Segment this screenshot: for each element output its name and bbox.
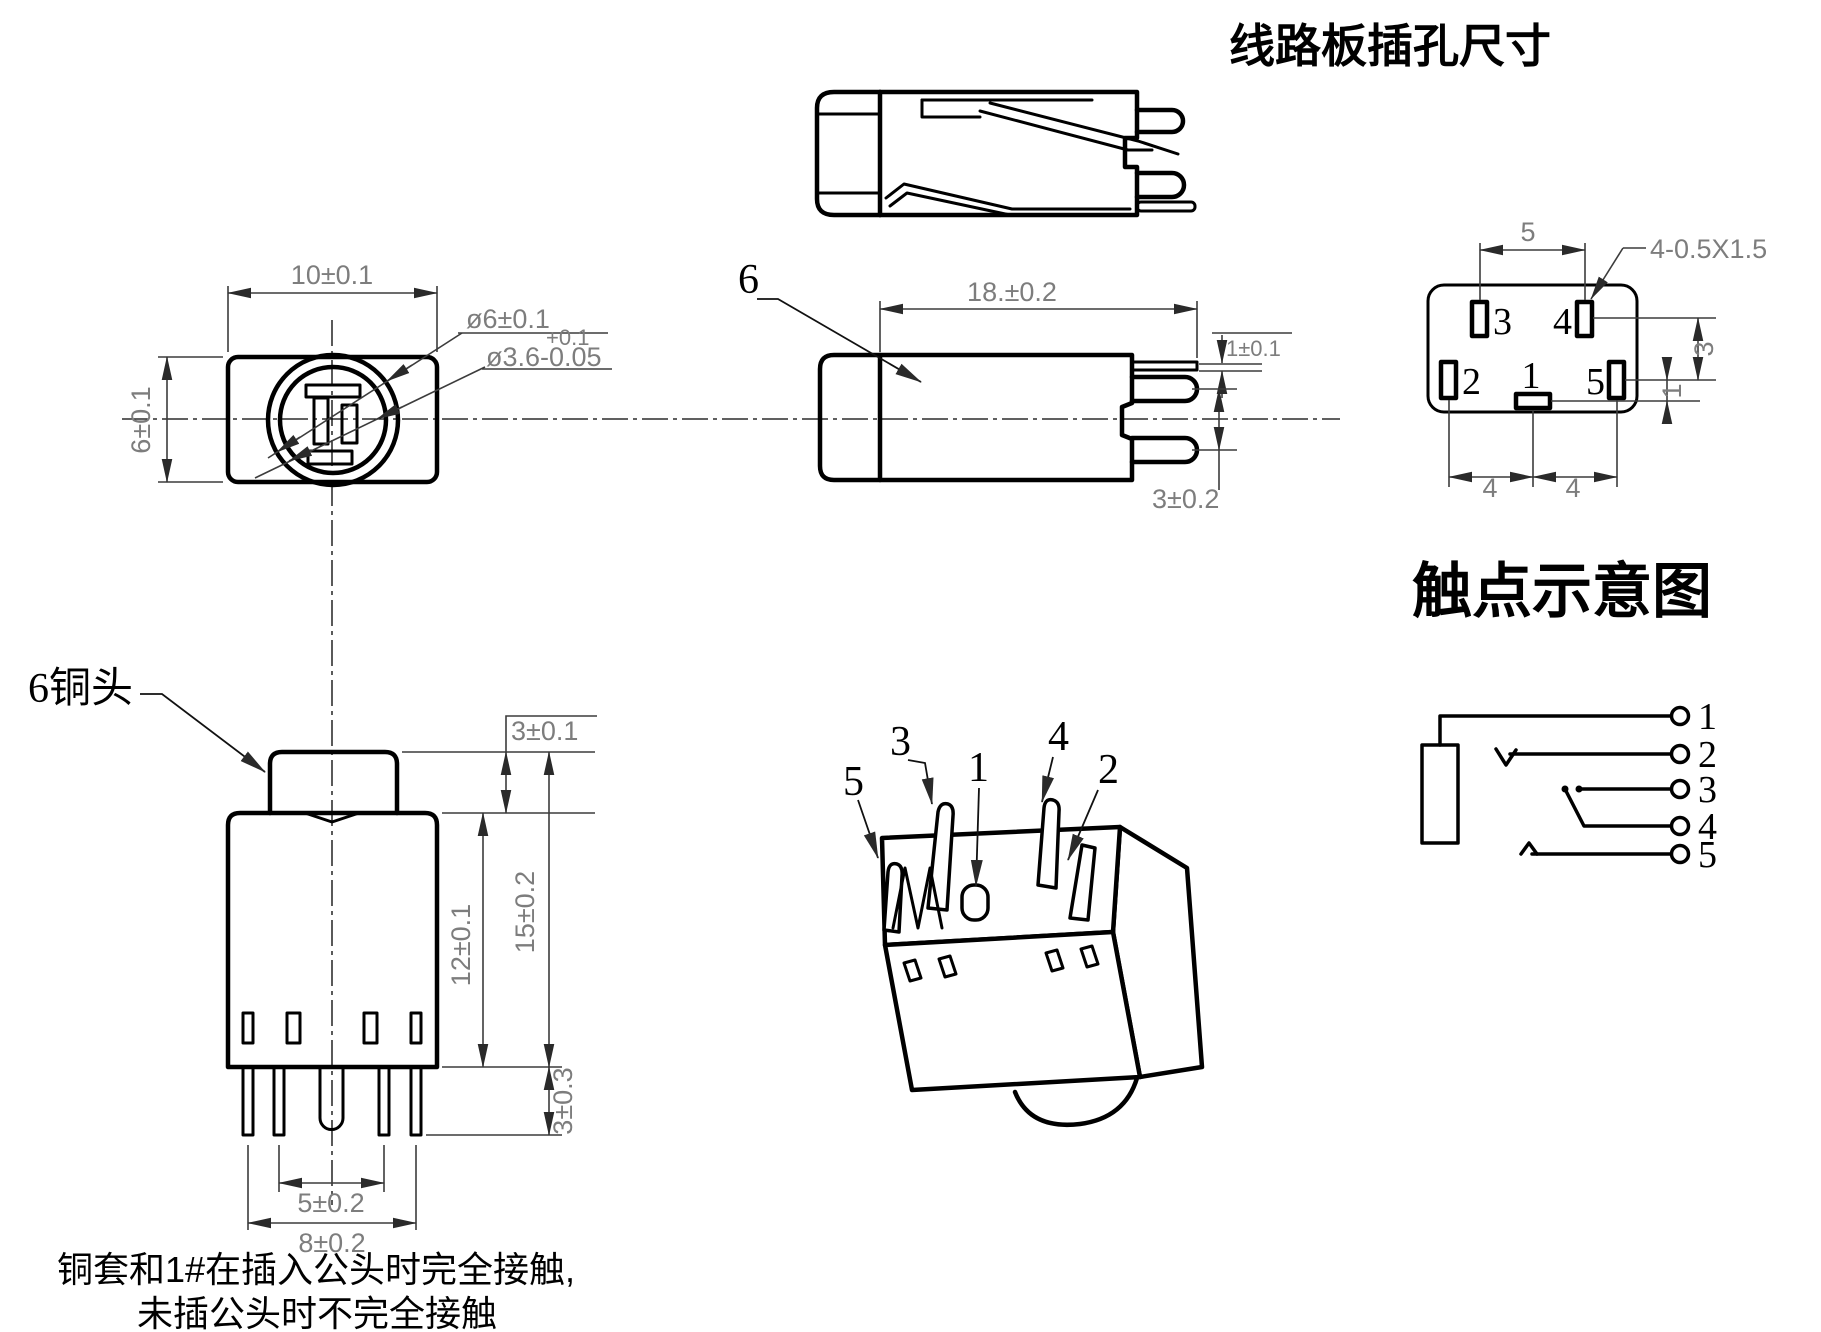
- iso-bushing-arc: [1012, 1075, 1140, 1128]
- dim-body-height: 12±0.1: [446, 904, 476, 986]
- side-view-pin-flat: [1130, 360, 1199, 372]
- dim-pin-length: 3±0.3: [548, 1067, 578, 1134]
- dim-front-height: 6±0.1: [126, 386, 156, 453]
- schematic-sleeve: [1420, 743, 1460, 845]
- schematic-terminal-3: [1669, 778, 1691, 800]
- bottom-view-pin: [241, 1065, 255, 1137]
- dim-inner-diameter-sup: +0.1: [546, 325, 589, 350]
- schematic-terminal-4: [1669, 815, 1691, 837]
- schematic-label-2: 2: [1698, 734, 1717, 776]
- front-view-contacts: [304, 383, 362, 466]
- iso-slots: [902, 944, 1100, 983]
- dim-front-width: 10±0.1: [291, 260, 373, 290]
- dim-cap-height: 3±0.1: [511, 716, 578, 746]
- bottom-view-pin: [409, 1065, 423, 1137]
- dim-pcb-bottom-b: 4: [1565, 473, 1580, 503]
- iso-spring-detail: [891, 866, 944, 930]
- pcb-pad-label-2: 2: [1462, 361, 1481, 403]
- bottom-view-callout: 6铜头: [28, 666, 133, 712]
- iso-contact-3: [926, 801, 955, 912]
- schematic-switch-arm: [1564, 789, 1673, 828]
- schematic-terminal-1: [1669, 705, 1691, 727]
- bottom-view-pin: [272, 1065, 286, 1137]
- top-view-pin-flat: [1135, 200, 1197, 213]
- schematic-contact-spring-5: [1519, 841, 1539, 856]
- dim-inner-diameter: ø3.6-0.05: [486, 342, 602, 372]
- bottom-view-pin: [377, 1065, 391, 1137]
- pcb-pad-label-5: 5: [1586, 361, 1605, 403]
- iso-contact-1: [960, 883, 990, 922]
- dim-pin-pitch: 3±0.2: [1152, 484, 1219, 514]
- contact-schematic: 1 2 3 4 5: [1420, 696, 1717, 876]
- pcb-layout-view: 3 4 2 1 5 5 4-0.5X1.5 3 1 4 4: [1426, 217, 1767, 503]
- contact-diagram-title: 触点示意图: [1412, 558, 1712, 625]
- iso-contact-4: [1036, 797, 1061, 890]
- centerlines: [122, 320, 1340, 1205]
- dim-pitch-outer: 8±0.2: [298, 1228, 365, 1258]
- iso-label-4: 4: [1048, 714, 1069, 760]
- dim-pin-offset: 1±0.1: [1226, 336, 1281, 361]
- dim-pcb-bottom-a: 4: [1482, 473, 1497, 503]
- pcb-pad-label-4: 4: [1553, 301, 1572, 343]
- top-view-pin-upper: [1134, 107, 1186, 135]
- iso-contact-5: [882, 861, 904, 934]
- top-view-pin-lower: [1134, 170, 1187, 200]
- pcb-pad-3: [1469, 299, 1490, 339]
- schematic-label-5: 5: [1698, 834, 1717, 876]
- dim-pcb-right-1: 1: [1657, 383, 1687, 398]
- schematic-terminal-5: [1669, 843, 1691, 865]
- bottom-front-view: 6铜头 3±0.1 12±0.1 15±0.2 3±0.3 5±0.2 8±0.…: [28, 666, 597, 1258]
- pcb-pad-label-1: 1: [1522, 355, 1541, 397]
- note-line-2: 未插公头时不完全接触: [137, 1293, 497, 1332]
- schematic-label-3: 3: [1698, 769, 1717, 811]
- bottom-view-body: [225, 810, 440, 1070]
- dim-pcb-pitch-top: 5: [1520, 217, 1535, 247]
- iso-label-2: 2: [1098, 747, 1119, 793]
- iso-label-3: 3: [890, 719, 911, 765]
- iso-label-5: 5: [843, 759, 864, 805]
- pcb-pad-1: [1513, 391, 1553, 411]
- page-title: 线路板插孔尺寸: [1229, 20, 1551, 72]
- side-view-callout-6: 6: [738, 257, 759, 303]
- dim-pitch-inner: 5±0.2: [297, 1188, 364, 1218]
- side-view: 18.±0.2 6 1±0.1 3±0.2: [738, 257, 1292, 514]
- top-view: [814, 89, 1197, 218]
- dim-outer-diameter: ø6±0.1: [466, 304, 550, 334]
- isometric-view: 5 3 1 4 2: [843, 714, 1205, 1128]
- pcb-pad-5: [1606, 359, 1627, 401]
- pcb-pad-4: [1574, 299, 1595, 339]
- iso-label-1: 1: [968, 745, 989, 791]
- side-view-pin-upper: [1129, 374, 1200, 404]
- schematic-contact-spring-2: [1494, 747, 1518, 767]
- schematic-terminal-2: [1669, 743, 1691, 765]
- front-view-sleeve-circle: [277, 364, 389, 476]
- front-view-outer-circle: [265, 352, 401, 488]
- dim-pcb-right-3: 3: [1689, 341, 1719, 356]
- pcb-pad-label-3: 3: [1493, 301, 1512, 343]
- front-view: 10±0.1 6±0.1 ø6±0.1 +0.1 ø3.6-0.05: [126, 260, 612, 488]
- schematic-label-4: 4: [1698, 806, 1717, 848]
- iso-bottom-face: [882, 929, 1143, 1093]
- bottom-view-cap: [267, 749, 400, 816]
- iso-contact-2: [1068, 843, 1097, 922]
- dim-side-length: 18.±0.2: [967, 277, 1057, 307]
- pcb-hole-spec: 4-0.5X1.5: [1650, 234, 1767, 264]
- bottom-view-center-pin: [318, 1065, 345, 1131]
- dim-total-height: 15±0.2: [510, 871, 540, 953]
- top-view-springs: [884, 98, 1180, 217]
- note-line-1: 铜套和1#在插入公头时完全接触,: [57, 1249, 575, 1290]
- pcb-pad-2: [1438, 359, 1459, 401]
- schematic-label-1: 1: [1698, 696, 1717, 738]
- side-view-pin-lower: [1129, 435, 1200, 465]
